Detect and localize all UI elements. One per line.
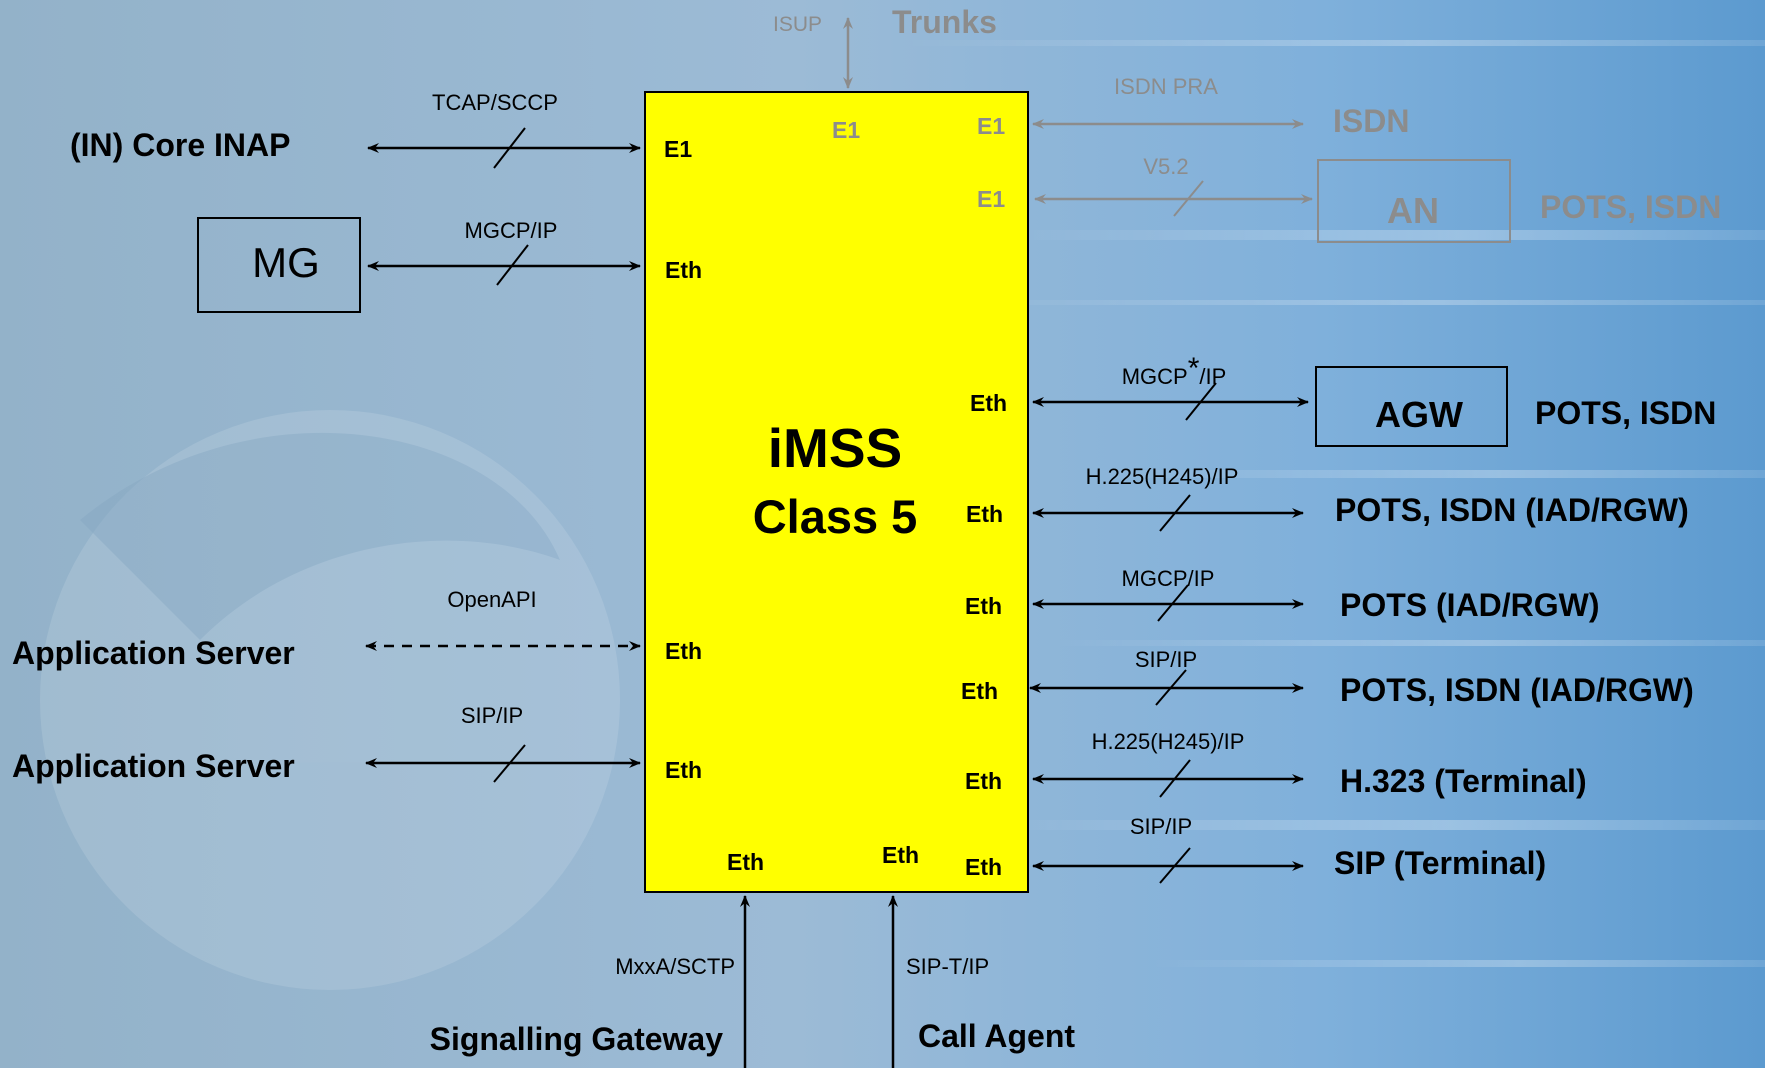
mg-protocol: MGCP/IP (465, 218, 558, 243)
inap-slash (493, 127, 526, 169)
h225-b-protocol: H.225(H245)/IP (1092, 729, 1245, 754)
background-streaks (900, 40, 1765, 967)
h225-a-label: POTS, ISDN (IAD/RGW) (1335, 492, 1689, 528)
sip-a-label: POTS, ISDN (IAD/RGW) (1340, 672, 1694, 708)
mg-slash (496, 244, 529, 286)
isdn-label: ISDN (1333, 103, 1409, 139)
an-services: POTS, ISDN (1540, 189, 1721, 225)
agw-services: POTS, ISDN (1535, 395, 1716, 431)
sip-b-protocol: SIP/IP (1130, 814, 1192, 839)
mgcp-slash (1157, 584, 1189, 622)
trunks-protocol: ISUP (773, 13, 822, 36)
port-left-eth-openapi: Eth (665, 638, 702, 664)
sg-protocol: MxxA/SCTP (615, 954, 735, 979)
agw-box[interactable] (1315, 366, 1508, 447)
port-bottom-eth-sg: Eth (727, 849, 764, 875)
an-box[interactable] (1317, 159, 1511, 243)
an-slash (1173, 180, 1204, 217)
agw-label: AGW (1375, 394, 1463, 435)
port-left-eth-sip: Eth (665, 757, 702, 783)
inap-protocol: TCAP/SCCP (432, 90, 558, 115)
background-watermark-logo (40, 410, 620, 990)
ca-label: Call Agent (918, 1018, 1075, 1054)
as1-label: Application Server (12, 635, 295, 671)
mg-box[interactable] (197, 217, 361, 313)
inap-label: (IN) Core INAP (70, 127, 290, 163)
mgcp-label: POTS (IAD/RGW) (1340, 587, 1600, 623)
port-right-e1-isdn: E1 (977, 113, 1005, 139)
ca-protocol: SIP-T/IP (906, 954, 989, 979)
sip-a-protocol: SIP/IP (1135, 647, 1197, 672)
as2-label: Application Server (12, 748, 295, 784)
port-right-e1-an: E1 (977, 186, 1005, 212)
port-right-eth-mgcp: Eth (965, 593, 1002, 619)
mgcp-protocol: MGCP/IP (1122, 566, 1215, 591)
port-right-eth-h225-b: Eth (965, 768, 1002, 794)
sip-b-label: SIP (Terminal) (1334, 845, 1546, 881)
core-subtitle: Class 5 (753, 490, 918, 543)
as2-slash (493, 744, 526, 783)
an-label: AN (1387, 190, 1439, 231)
sg-label: Signalling Gateway (430, 1021, 724, 1057)
h225-b-label: H.323 (Terminal) (1340, 763, 1587, 799)
sip-b-slash (1159, 847, 1191, 884)
port-left-e1: E1 (664, 136, 692, 162)
port-right-eth-h225-a: Eth (966, 501, 1003, 527)
h225-a-protocol: H.225(H245)/IP (1086, 464, 1239, 489)
sip-a-slash (1155, 669, 1187, 706)
core-title: iMSS (768, 417, 902, 479)
port-right-eth-sip-a: Eth (961, 678, 998, 704)
agw-slash (1185, 382, 1217, 421)
h225-a-slash (1159, 494, 1191, 532)
isdn-protocol: ISDN PRA (1114, 74, 1218, 99)
mg-label: MG (252, 239, 320, 286)
core-box[interactable] (644, 91, 1029, 893)
as1-protocol: OpenAPI (447, 587, 536, 612)
an-protocol: V5.2 (1143, 154, 1188, 179)
port-right-eth-sip-b: Eth (965, 854, 1002, 880)
port-bottom-eth-ca: Eth (882, 842, 919, 868)
port-right-eth-agw: Eth (970, 390, 1007, 416)
trunks-label: Trunks (892, 4, 997, 40)
port-left-eth-mg: Eth (665, 257, 702, 283)
port-top-e1: E1 (832, 117, 860, 143)
h225-b-slash (1159, 759, 1191, 798)
agw-protocol: MGCP*/IP (1122, 352, 1227, 389)
as2-protocol: SIP/IP (461, 703, 523, 728)
